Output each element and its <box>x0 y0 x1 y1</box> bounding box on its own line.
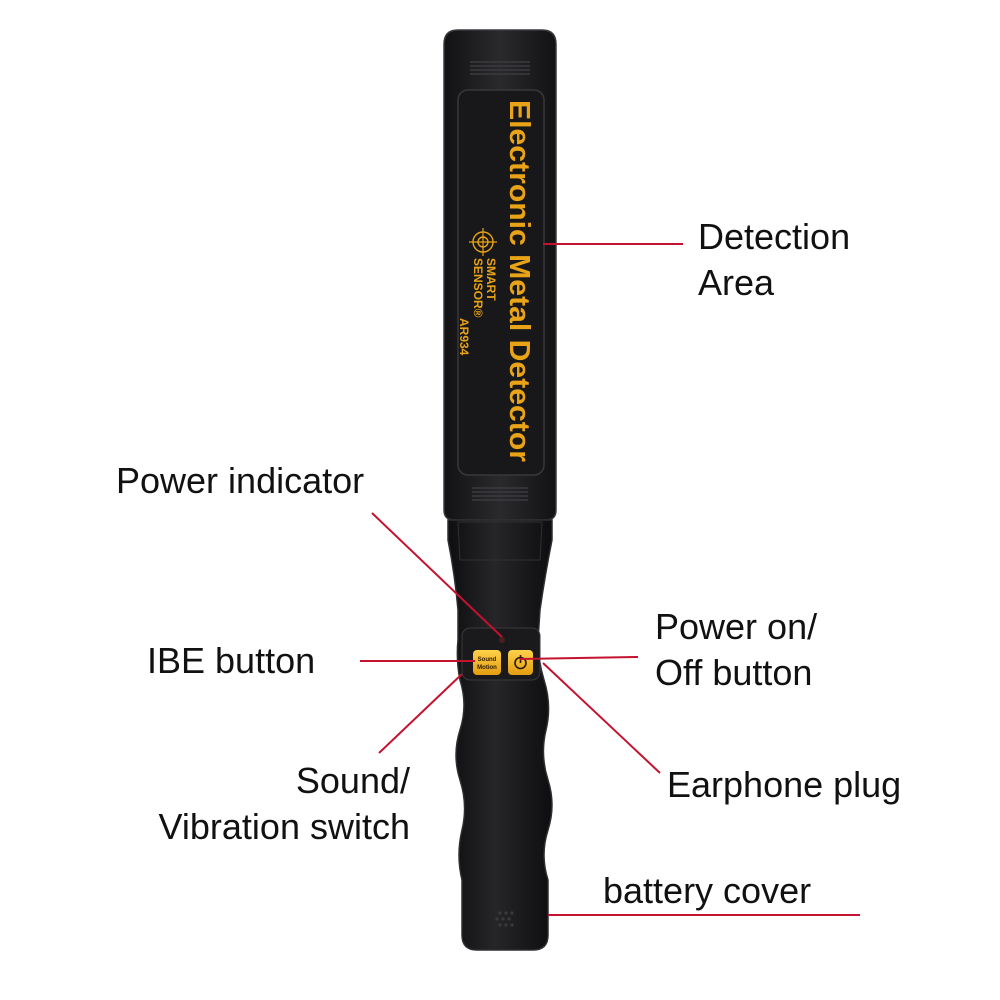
brand-target-icon <box>469 228 497 256</box>
label-power-indicator: Power indicator <box>116 460 365 501</box>
sound-motion-button[interactable] <box>473 650 501 675</box>
brand-line-2: SENSOR® <box>471 258 485 318</box>
label-ibe-button: IBE button <box>147 640 316 681</box>
head-ridges <box>470 61 530 501</box>
speaker-grille <box>495 911 514 927</box>
label-earphone-plug: Earphone plug <box>667 764 902 805</box>
detector-handle <box>447 519 553 951</box>
brand-line-1: SMART <box>484 258 498 301</box>
label-sound-vibration: Sound/ Vibration switch <box>158 760 410 847</box>
sound-button-text-2: Motion <box>477 665 497 671</box>
label-battery-cover: battery cover <box>603 870 812 911</box>
device-title: Electronic Metal Detector <box>503 100 535 462</box>
detection-area-panel <box>457 89 545 476</box>
power-indicator-led <box>499 637 505 643</box>
sound-button-text-1: Sound <box>478 657 497 663</box>
model-number: AR934 <box>457 318 471 356</box>
label-power-button: Power on/ Off button <box>655 606 818 693</box>
label-detection-area: Detection Area <box>698 216 851 303</box>
